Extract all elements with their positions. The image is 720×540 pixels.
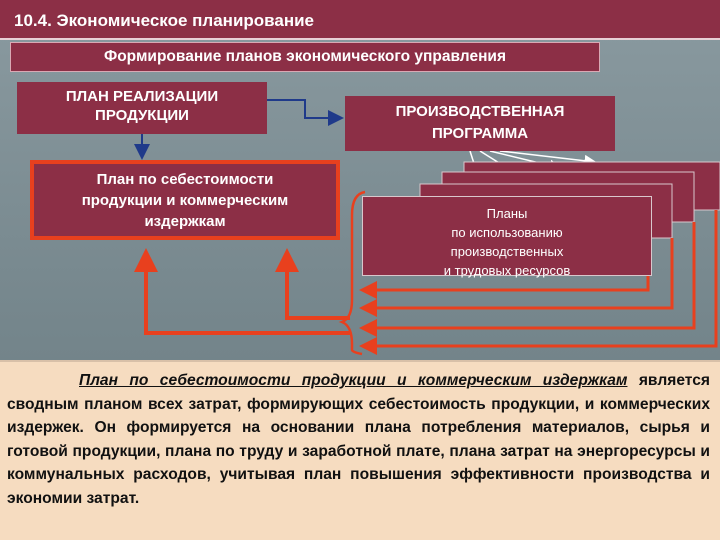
arrow-program-to-resources-4 [499, 150, 597, 167]
left-brace [338, 190, 366, 356]
cost-plan-line1: План по себестоимости [96, 171, 274, 188]
production-program-box: ПРОИЗВОДСТВЕННАЯ ПРОГРАММА [345, 96, 615, 151]
cost-loop-left [134, 248, 350, 335]
cost-loop-right [275, 248, 350, 320]
resource-plans-line2: по использованию [451, 225, 563, 240]
cost-plan-line3: издержкам [144, 213, 226, 230]
page-title: 10.4. Экономическое планирование [14, 11, 315, 30]
cost-plan-box: План по себестоимости продукции и коммер… [30, 160, 340, 240]
title-bar: 10.4. Экономическое планирование [0, 0, 720, 40]
resource-plans-box: Планы по использованию производственных … [362, 196, 652, 278]
feedback-line-4 [359, 210, 718, 355]
production-program-line2: ПРОГРАММА [431, 125, 529, 142]
description-lead: План по себестоимости продукции и коммер… [79, 372, 628, 389]
production-program-line1: ПРОИЗВОДСТВЕННАЯ [395, 103, 565, 120]
description-panel: План по себестоимости продукции и коммер… [0, 360, 720, 540]
description-body: является сводным планом всех затрат, фор… [7, 372, 710, 507]
plan-sales-line1: ПЛАН РЕАЛИЗАЦИИ [65, 88, 219, 105]
cost-plan-line2: продукции и коммерческим [81, 192, 289, 209]
plan-sales-line2: ПРОДУКЦИИ [95, 107, 189, 124]
arrow-sales-to-program [267, 99, 344, 126]
feedback-line-3 [359, 222, 696, 337]
resource-plans-line3: производственных [450, 244, 564, 259]
resource-plans-line4: и трудовых ресурсов [443, 263, 571, 278]
subtitle-text: Формирование планов экономического управ… [103, 48, 507, 65]
feedback-line-1 [359, 276, 650, 299]
subtitle-bar: Формирование планов экономического управ… [10, 42, 600, 72]
plan-sales-box: ПЛАН РЕАЛИЗАЦИИ ПРОДУКЦИИ [17, 82, 267, 134]
feedback-line-2 [359, 238, 674, 317]
resource-plans-line1: Планы [486, 206, 528, 221]
